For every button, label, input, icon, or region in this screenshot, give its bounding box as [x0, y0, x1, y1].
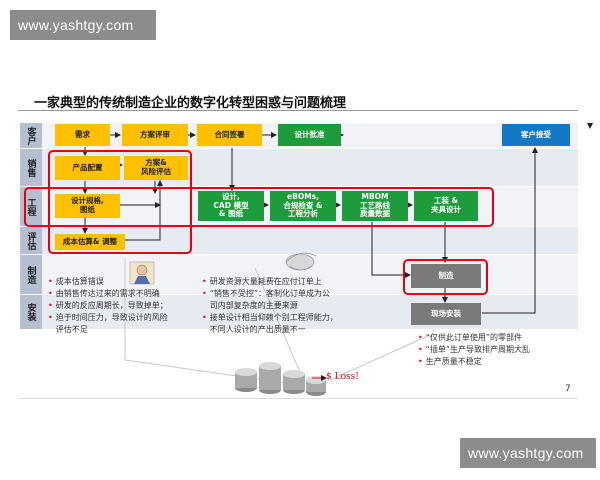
bullet-icon: •	[48, 277, 53, 286]
list-item: •成本估算错误	[48, 277, 104, 286]
bullet-icon: •	[202, 277, 207, 286]
pointer-middle-to-loss	[254, 267, 301, 373]
box-cost-estimate: 成本估算& 调整	[55, 234, 125, 250]
bullet-icon: •	[48, 313, 53, 322]
watermark-top: www.yashtgy.com	[10, 10, 156, 40]
list-item: •研发资源大量耗费在应付订单上	[202, 277, 322, 286]
box-manufacturing: 制造	[411, 264, 481, 288]
notes-manufacturing-problems: •“仅供此订单使用”的零部件 •“插单”生产导致排产周期大乱 •生产质量不稳定	[418, 332, 578, 368]
paper-roll-illustration	[285, 252, 317, 271]
notes-engineering-problems: •研发资源大量耗费在应付订单上 •“销售不受控”：客制化订单成为公 司内部复杂度…	[202, 276, 392, 336]
box-design-approval: 设计批准	[278, 124, 341, 146]
list-item: •研发的反应周期长，导致掉单；	[48, 301, 168, 310]
list-item: •“销售不受控”：客制化订单成为公 司内部复杂度的主要来源	[202, 289, 331, 310]
box-onsite-install: 现场安装	[411, 303, 481, 325]
highlight-engineering-frame	[24, 187, 494, 227]
box-design-spec: 设计规格, 图纸	[55, 194, 120, 218]
watermark-bottom: www.yashtgy.com	[460, 438, 596, 468]
arrow-estimate-to-risk	[125, 180, 163, 241]
page-title: 一家典型的传统制造企业的数字化转型困惑与问题梳理	[34, 96, 347, 111]
arrow-mbom-to-manufacturing	[371, 222, 411, 278]
box-design-cad: 设计, CAD 模型 & 图纸	[198, 191, 264, 221]
box-demand: 需求	[55, 124, 110, 146]
highlight-sales-frame	[48, 150, 192, 254]
coins-illustration	[235, 362, 326, 396]
lane-label-installation: 安装	[20, 294, 42, 329]
lane-label-manufacturing: 制造	[20, 254, 42, 295]
bullet-icon: •	[202, 313, 207, 322]
lane-label-sales: 销售	[20, 148, 42, 187]
lane-label-customer: 客户	[20, 122, 42, 149]
list-item: •“插单”生产导致排产周期大乱	[418, 345, 531, 354]
list-item: •由销售传达过来的需求不明确	[48, 289, 160, 298]
notes-sales-problems: •成本估算错误 •由销售传达过来的需求不明确 •研发的反应周期长，导致掉单； •…	[48, 276, 208, 336]
highlight-manufacturing-frame	[403, 259, 488, 295]
box-scheme-risk: 方案& 风险评估	[124, 156, 188, 180]
arrow-install-to-accept	[482, 147, 538, 314]
bullet-icon: •	[418, 345, 423, 354]
loss-label: $ Loss!	[326, 372, 359, 382]
list-item: •迫于时间压力，导致设计的风险 评估不足	[48, 313, 168, 334]
bullet-icon: •	[418, 357, 423, 366]
box-contract: 合同签署	[197, 124, 262, 146]
bullet-icon: •	[48, 301, 53, 310]
bullet-icon: •	[202, 289, 207, 298]
box-ebom: eBOMs, 合规检查 & 工程分析	[270, 191, 336, 221]
stressed-person-illustration	[129, 261, 155, 285]
pointer-right-to-loss	[329, 334, 431, 381]
lane-sales	[20, 148, 578, 187]
lane-installation	[20, 294, 578, 329]
box-scheme-review: 方案评审	[122, 124, 188, 146]
box-product-config: 产品配置	[55, 156, 120, 180]
list-item: •生产质量不稳定	[418, 357, 482, 366]
list-item: •“仅供此订单使用”的零部件	[418, 333, 523, 342]
bottom-divider	[18, 398, 578, 399]
list-item: •接单设计相当仰赖个别工程师能力， 不同人设计的产出质量不一	[202, 313, 338, 334]
box-tooling: 工装 & 夹具设计	[414, 191, 478, 221]
page-number: 7	[565, 384, 571, 394]
bullet-icon: •	[418, 333, 423, 342]
box-mbom: MBOM 工艺路线 质量数据	[342, 191, 408, 221]
bullet-icon: •	[48, 289, 53, 298]
box-customer-accept: 客户接受	[502, 124, 570, 146]
title-divider	[18, 110, 578, 111]
